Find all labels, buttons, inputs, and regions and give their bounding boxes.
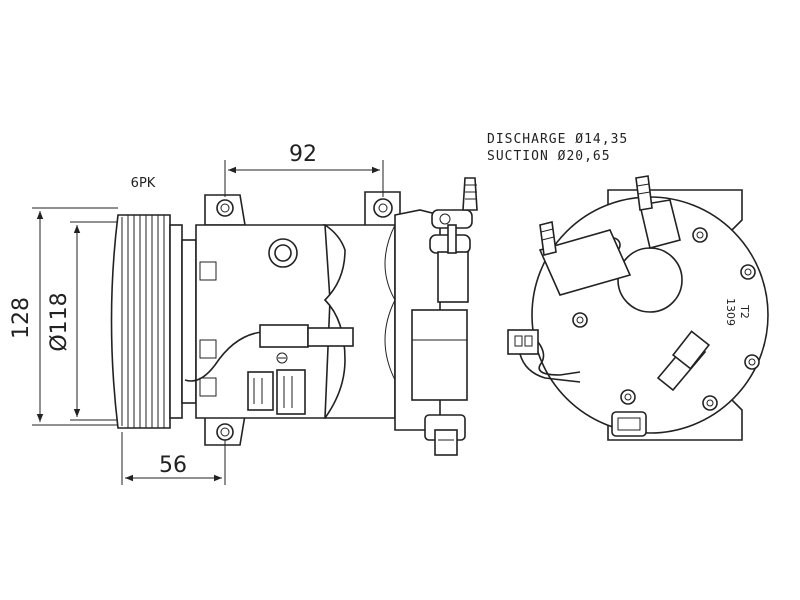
center-bolt [268,238,298,268]
dimension-118-label: Ø118 [47,292,72,351]
side-view: 92 6PK 128 Ø118 56 [9,142,478,485]
rear-view: T2 1309 [507,175,769,441]
rear-marking-line1: T2 [738,304,751,319]
rear-angled-fitting [656,330,711,392]
label-plates [247,369,306,415]
rear-port-block [538,175,681,296]
service-ports [429,177,478,303]
dimension-128: 128 [9,207,118,426]
clutch-connector [184,324,354,382]
port-specs: DISCHARGE Ø14,35 SUCTION Ø20,65 [487,132,628,164]
dimension-92-label: 92 [289,142,317,167]
dimension-56: 56 [121,432,226,485]
rear-bottom-connector [611,411,647,437]
discharge-spec: DISCHARGE Ø14,35 [487,132,628,147]
dimension-56-label: 56 [159,453,187,478]
rear-side-connector [507,329,581,383]
pulley [110,214,197,429]
suction-spec: SUCTION Ø20,65 [487,149,611,164]
rear-marking: T2 1309 [724,298,751,326]
rear-center-boss [617,247,683,313]
bottom-connector [424,414,466,456]
cylinder-body [322,224,396,419]
rear-marking-line2: 1309 [724,298,737,326]
dimension-128-label: 128 [9,297,34,339]
dimension-118: Ø118 [47,221,118,421]
dimension-92: 92 [224,142,384,197]
rear-bolts [572,227,760,411]
belt-type-label: 6PK [131,176,156,191]
